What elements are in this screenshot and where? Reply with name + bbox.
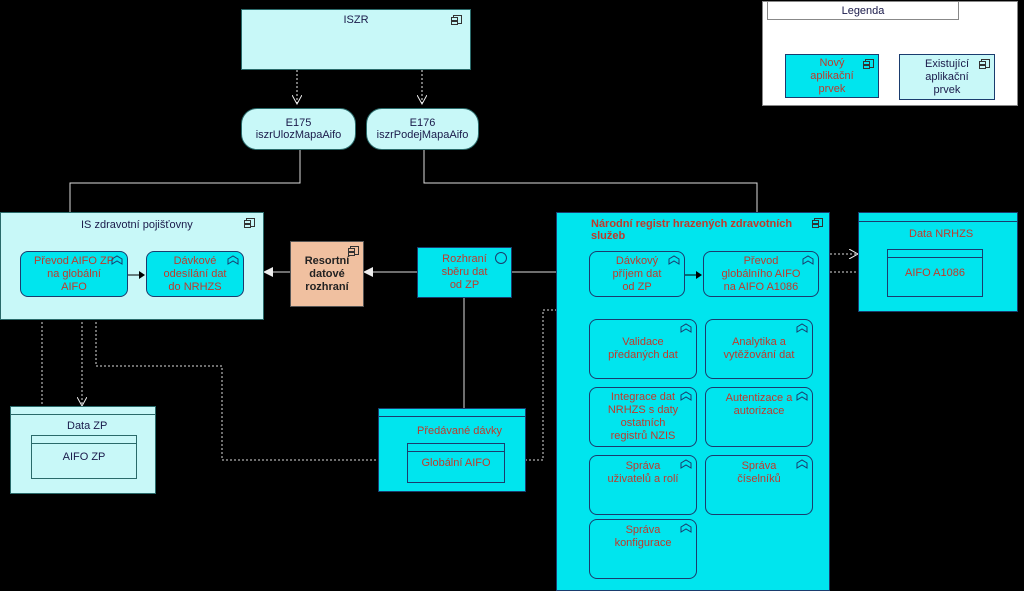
predavane-header-line [379, 409, 525, 417]
data-zp-title: Data ZP [67, 420, 108, 432]
data-nrhzs-item-label: AIFO A1086 [905, 267, 965, 279]
legend-existing-label: Existující aplikační prvek [924, 57, 969, 96]
function-icon [796, 323, 808, 333]
function-label: Převod AIFO ZP na globální AIFO [33, 254, 115, 293]
legend-new-label: Nový aplikační prvek [810, 56, 854, 95]
function-label: Správa číselníků [737, 460, 781, 485]
function-label: Převod globálního AIFO na AIFO A1086 [721, 254, 801, 293]
nrhzs-component[interactable]: Národní registr hrazených zdravotních sl… [556, 212, 830, 591]
function-prevod-globalniho-aifo[interactable]: Převod globálního AIFO na AIFO A1086 [703, 251, 819, 297]
event-e175[interactable]: E175 iszrUlozMapaAifo [241, 108, 356, 150]
function-icon [796, 459, 808, 469]
resortni-datove-rozhrani[interactable]: Resortní datové rozhraní [290, 241, 364, 307]
function-label: Analytika a vytěžování dat [723, 336, 795, 361]
function-davkove-odesilani[interactable]: Dávkové odesílání dat do NRHZS [146, 251, 244, 297]
component-icon [244, 218, 255, 228]
legend-existing-element: Existující aplikační prvek [899, 54, 995, 100]
rozhrani-sberu-dat[interactable]: Rozhraní sběru dat od ZP [417, 247, 512, 298]
predavane-item[interactable]: Globální AIFO [407, 443, 505, 483]
is-zdravotni-pojistovny[interactable]: IS zdravotní pojišťovny Převod AIFO ZP n… [0, 212, 264, 320]
item-header-line [408, 444, 504, 452]
legend-title: Legenda [841, 4, 885, 17]
component-icon [348, 246, 359, 256]
interface-icon [495, 252, 507, 264]
data-zp-item-label: AIFO ZP [62, 451, 106, 463]
event-e176-label: E176 iszrPodejMapaAifo [376, 117, 469, 141]
function-label: Správa uživatelů a rolí [607, 460, 679, 485]
internal-arrow [128, 271, 145, 279]
function-analytika[interactable]: Analytika a vytěžování dat [705, 319, 813, 379]
legend: Legenda Nový aplikační prvek Existující … [762, 1, 1018, 106]
data-zp-header-line [11, 407, 155, 415]
function-validace[interactable]: Validace předaných dat [589, 319, 697, 379]
rozhrani-label: Rozhraní sběru dat od ZP [441, 253, 488, 291]
function-icon [680, 523, 692, 533]
legend-title-tab: Legenda [767, 2, 959, 20]
function-label: Autentizace a autorizace [725, 392, 793, 417]
function-icon [796, 391, 808, 401]
is-zp-title: IS zdravotní pojišťovny [81, 219, 193, 231]
internal-arrow [685, 271, 702, 279]
function-label: Validace předaných dat [608, 336, 678, 361]
function-icon [668, 255, 680, 265]
data-nrhzs-item[interactable]: AIFO A1086 [887, 249, 983, 297]
predavane-title: Předávané dávky [417, 425, 502, 437]
data-zp-item[interactable]: AIFO ZP [31, 435, 137, 479]
function-sprava-konfigurace[interactable]: Správa konfigurace [589, 519, 697, 579]
function-label: Dávkové odesílání dat do NRHZS [163, 254, 227, 293]
function-integrace[interactable]: Integrace dat NRHZS s daty ostatních reg… [589, 387, 697, 447]
resortni-label: Resortní datové rozhraní [304, 254, 350, 293]
component-icon [451, 15, 462, 25]
event-e176[interactable]: E176 iszrPodejMapaAifo [366, 108, 479, 150]
function-icon [227, 255, 239, 265]
predavane-item-label: Globální AIFO [421, 457, 491, 469]
legend-new-element: Nový aplikační prvek [785, 54, 879, 98]
function-icon [680, 323, 692, 333]
function-label: Integrace dat NRHZS s daty ostatních reg… [607, 391, 679, 442]
function-prevod-aifo-zp[interactable]: Převod AIFO ZP na globální AIFO [20, 251, 128, 297]
data-nrhzs-title: Data NRHZS [909, 228, 974, 240]
function-icon [111, 255, 123, 265]
data-nrhzs-header-line [859, 213, 1017, 222]
function-sprava-ciselniku[interactable]: Správa číselníků [705, 455, 813, 515]
component-icon [979, 59, 990, 69]
function-label: Dávkový příjem dat od ZP [612, 254, 662, 293]
data-zp[interactable]: Data ZP AIFO ZP [10, 406, 156, 494]
function-icon [680, 459, 692, 469]
iszr-label: ISZR [343, 14, 369, 26]
function-icon [802, 255, 814, 265]
item-header-line [888, 250, 982, 258]
item-header-line [32, 436, 136, 444]
function-sprava-uzivatelu[interactable]: Správa uživatelů a rolí [589, 455, 697, 515]
event-e175-label: E175 iszrUlozMapaAifo [255, 117, 342, 141]
function-davkovy-prijem[interactable]: Dávkový příjem dat od ZP [589, 251, 685, 297]
function-icon [680, 391, 692, 401]
nrhzs-title: Národní registr hrazených zdravotních sl… [591, 218, 793, 242]
data-nrhzs[interactable]: Data NRHZS AIFO A1086 [858, 212, 1018, 312]
component-icon [812, 218, 823, 228]
component-icon [863, 59, 874, 69]
predavane-davky[interactable]: Předávané dávky Globální AIFO [378, 408, 526, 492]
function-label: Správa konfigurace [614, 524, 672, 549]
function-autentizace[interactable]: Autentizace a autorizace [705, 387, 813, 447]
iszr-component[interactable]: ISZR [241, 9, 471, 70]
